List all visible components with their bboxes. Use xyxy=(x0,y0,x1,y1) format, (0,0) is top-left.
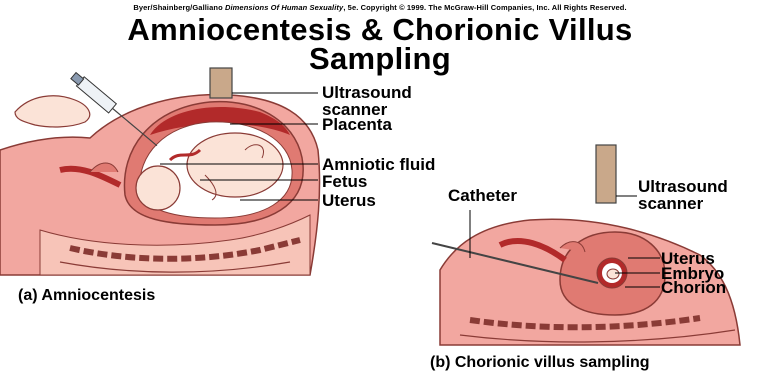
label-ultrasound-scanner-b: Ultrasound scanner xyxy=(638,178,728,212)
fetus-body-a xyxy=(187,133,283,197)
caption-cvs: (b) Chorionic villus sampling xyxy=(430,354,650,372)
label-catheter: Catheter xyxy=(448,187,517,204)
ultrasound-probe-a xyxy=(210,68,232,98)
label-uterus-a: Uterus xyxy=(322,192,376,209)
amniocentesis-illustration xyxy=(0,68,320,275)
label-chorion: Chorion xyxy=(661,279,726,296)
fetus-head-a xyxy=(136,166,180,210)
hand-a xyxy=(15,96,90,127)
label-fetus: Fetus xyxy=(322,173,367,190)
label-ultrasound-scanner-a: Ultrasound scanner xyxy=(322,84,412,118)
label-placenta: Placenta xyxy=(322,116,392,133)
label-amniotic-fluid: Amniotic fluid xyxy=(322,156,435,173)
embryo-b xyxy=(607,269,619,279)
caption-amniocentesis: (a) Amniocentesis xyxy=(18,287,155,305)
cvs-illustration xyxy=(432,145,740,345)
label-ultrasound-b-line2: scanner xyxy=(638,194,703,213)
ultrasound-probe-b xyxy=(596,145,616,203)
